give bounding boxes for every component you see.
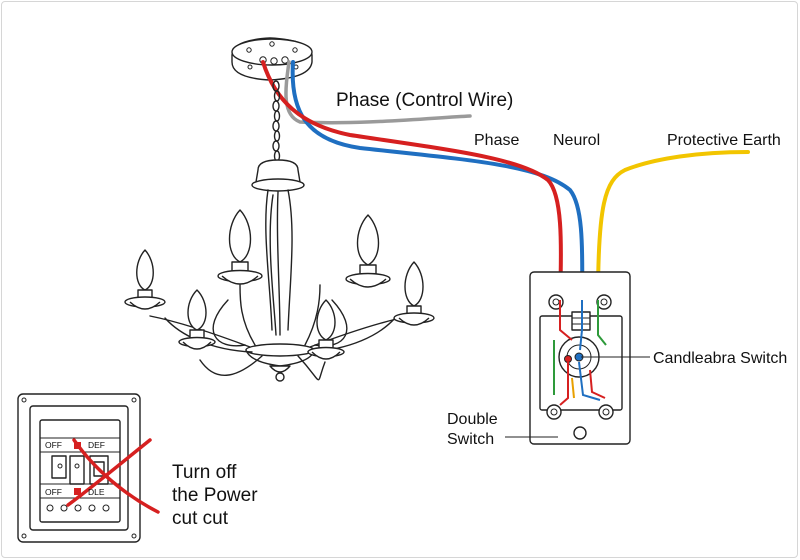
label-power-1: Turn off xyxy=(172,462,237,483)
phase-wire xyxy=(261,60,563,302)
label-neutral: Neurol xyxy=(553,132,600,149)
control-wire xyxy=(284,60,472,125)
red-cross-icon xyxy=(66,438,160,514)
label-double-switch-2: Switch xyxy=(447,431,494,448)
label-double-switch-1: Double xyxy=(447,411,498,428)
chandelier-icon xyxy=(124,80,435,382)
breaker-label-row1-right: DEF xyxy=(88,440,105,450)
label-candelabra-switch: Candleabra Switch xyxy=(653,350,787,367)
label-phase: Phase xyxy=(474,132,519,149)
breaker-label-row2-right: DLE xyxy=(88,487,105,497)
ceiling-rose-icon xyxy=(231,37,313,81)
breaker-panel-icon xyxy=(17,393,141,543)
wall-switch-icon xyxy=(505,271,650,445)
label-phase-control: Phase (Control Wire) xyxy=(336,90,513,111)
label-earth: Protective Earth xyxy=(667,132,781,149)
wires xyxy=(261,60,750,306)
breaker-label-row1-left: OFF xyxy=(45,440,62,450)
earth-wire xyxy=(596,150,750,302)
label-power-3: cut cut xyxy=(172,508,229,529)
breaker-label-row2-left: OFF xyxy=(45,487,62,497)
label-power-2: the Power xyxy=(172,485,258,506)
neutral-wire xyxy=(290,60,585,302)
